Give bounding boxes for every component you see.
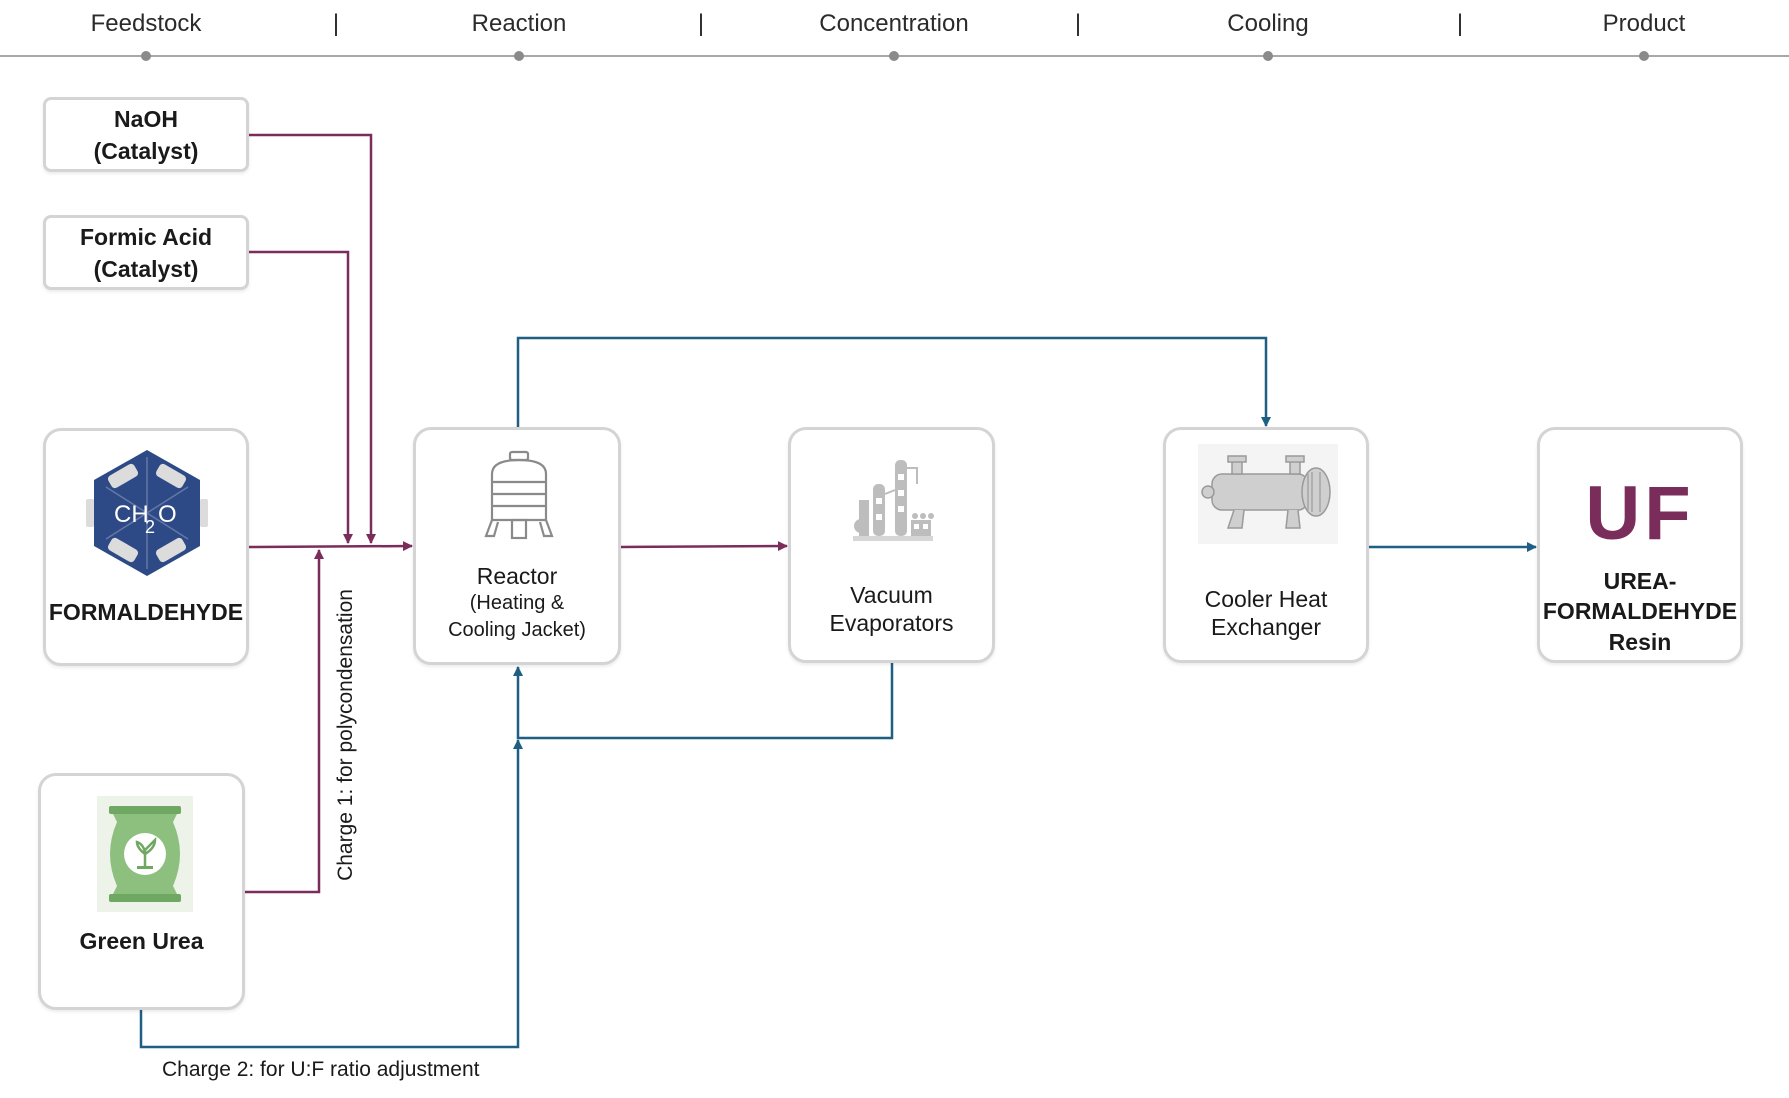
heat-exchanger-icon — [1198, 444, 1338, 544]
stage-separator: | — [332, 10, 340, 37]
reactor-to-cooler-line — [516, 336, 1271, 429]
cooler-label-line1: Cooler Heat — [1204, 586, 1328, 612]
stage-reaction: Reaction — [471, 10, 567, 37]
green-urea-label: Green Urea — [79, 928, 204, 954]
evaporator-label-line2: Evaporators — [829, 610, 954, 636]
formic-feed-line — [249, 250, 353, 544]
timeline-dot — [889, 51, 899, 61]
formaldehyde-molecule-icon: CH 2 O — [86, 450, 208, 576]
formic-acid-sublabel: (Catalyst) — [93, 255, 199, 282]
stage-product: Product — [1602, 10, 1686, 37]
evaporator-label-line1: Vacuum — [850, 582, 933, 608]
urea-charge2-line — [139, 739, 523, 1049]
reactor-to-evaporator-line — [620, 541, 788, 552]
charge2-annotation: Charge 2: for U:F ratio adjustment — [162, 1058, 480, 1081]
naoh-sublabel: (Catalyst) — [93, 137, 199, 164]
naoh-catalyst-box: NaOH (Catalyst) — [43, 97, 249, 172]
formic-acid-catalyst-box: Formic Acid (Catalyst) — [43, 215, 249, 290]
green-urea-box: Green Urea — [38, 773, 245, 1010]
product-label-line3: Resin — [1608, 629, 1672, 655]
reactor-box: Reactor (Heating & Cooling Jacket) — [413, 427, 621, 665]
stage-feedstock: Feedstock — [90, 10, 202, 37]
formic-acid-label: Formic Acid — [79, 223, 213, 250]
evaporator-recycle-line — [513, 663, 894, 740]
stage-separator: | — [1456, 10, 1464, 37]
vacuum-evaporators-box: Vacuum Evaporators — [788, 427, 995, 663]
o-text: O — [158, 501, 177, 528]
reactor-title: Reactor — [476, 563, 558, 589]
timeline-dot — [1263, 51, 1273, 61]
reactor-subtitle-line1: (Heating & — [469, 592, 565, 614]
product-label-line1: UREA- — [1603, 568, 1677, 594]
cooler-heat-exchanger-box: Cooler Heat Exchanger — [1163, 427, 1369, 663]
stage-separator: | — [697, 10, 705, 37]
product-label-line2: FORMALDEHYDE — [1542, 598, 1738, 624]
naoh-label: NaOH — [114, 105, 178, 132]
urea-charge1-line — [245, 549, 324, 894]
formaldehyde-box: CH 2 O FORMALDEHYDE — [43, 428, 249, 666]
subscript-text: 2 — [145, 517, 155, 537]
uf-resin-product-box: UF UREA- FORMALDEHYDE Resin — [1537, 427, 1743, 663]
ch-text: CH — [114, 501, 149, 528]
reactor-vessel-icon — [484, 450, 554, 540]
charge1-annotation: Charge 1: for polycondensation — [334, 589, 357, 881]
timeline-dot — [1639, 51, 1649, 61]
stage-separator: | — [1074, 10, 1082, 37]
formaldehyde-feed-line — [248, 541, 413, 552]
cooler-label-line2: Exchanger — [1211, 614, 1321, 640]
timeline-dot — [141, 51, 151, 61]
fertilizer-bag-icon — [97, 796, 193, 912]
naoh-feed-line — [249, 133, 376, 544]
stage-cooling: Cooling — [1227, 10, 1309, 37]
reactor-subtitle-line2: Cooling Jacket) — [448, 619, 586, 641]
evaporator-plant-icon — [853, 460, 934, 541]
uf-mark: UF — [1585, 471, 1695, 556]
timeline-dot — [514, 51, 524, 61]
stage-concentration: Concentration — [819, 10, 969, 37]
formaldehyde-label: FORMALDEHYDE — [48, 599, 244, 625]
